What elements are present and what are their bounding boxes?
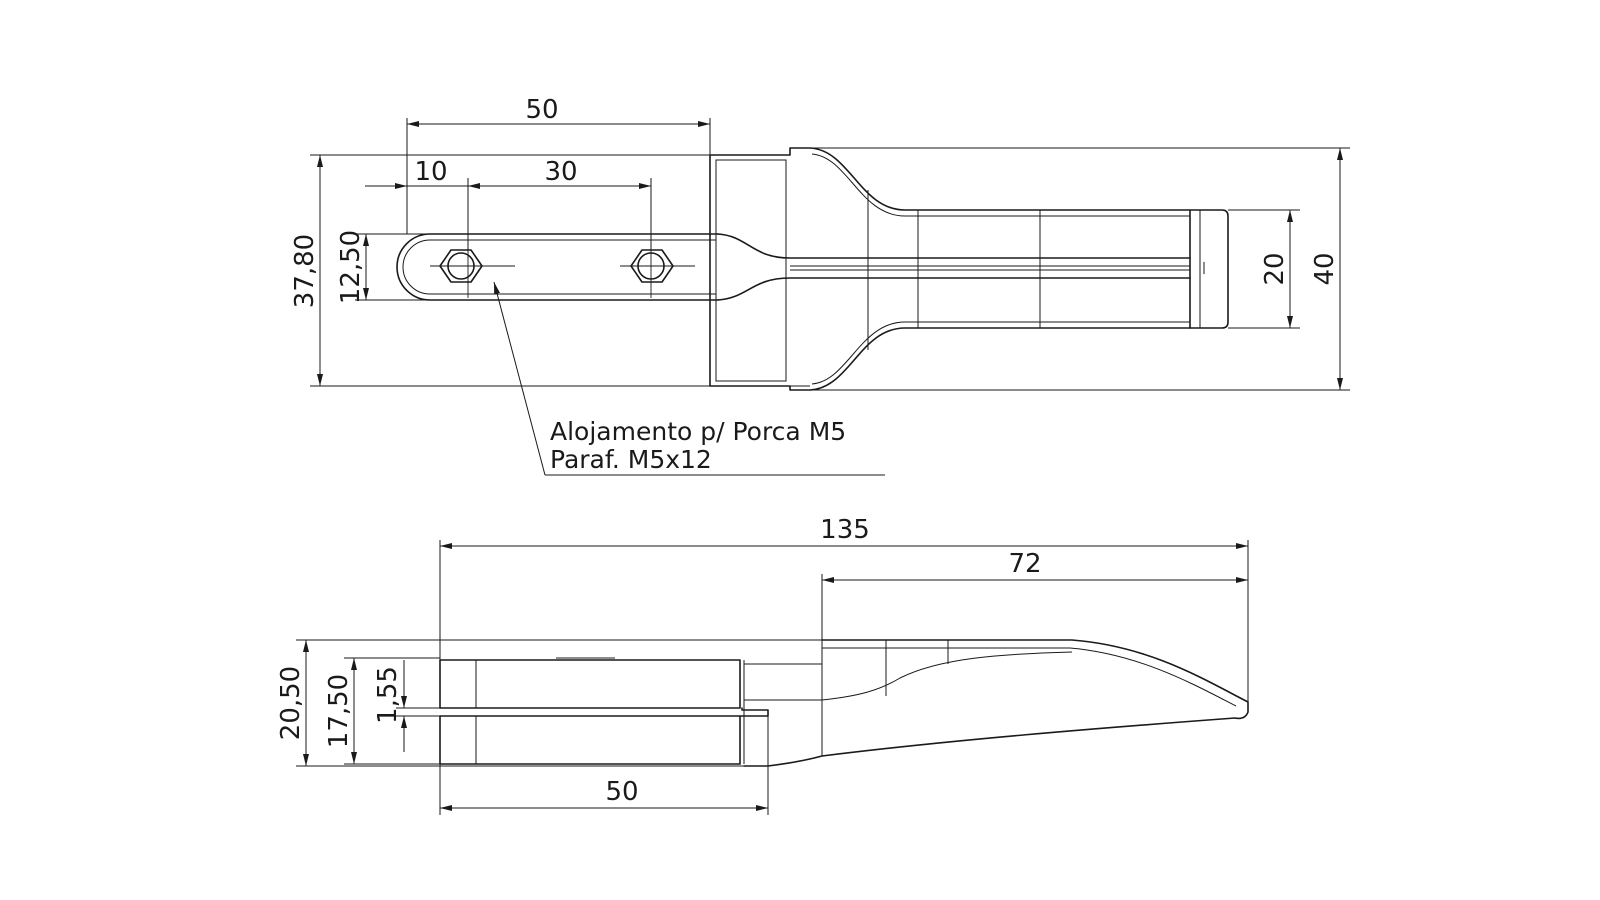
top-view-mounting-plate-inner — [402, 239, 716, 295]
side-view-upper-plate — [439, 659, 741, 709]
side-view-handle — [743, 639, 1249, 767]
note-nut-housing: Alojamento p/ Porca M5 — [550, 417, 846, 446]
dim-top-width: 50 — [525, 95, 558, 125]
top-view-bracket — [709, 147, 1191, 391]
dim-side-handle: 72 — [1008, 549, 1041, 579]
hex-nut-1-icon — [430, 235, 515, 298]
dim-top-grip-inner: 20 — [1260, 252, 1290, 285]
dim-top-grip-outer: 40 — [1310, 252, 1340, 285]
top-view: 50 10 30 37,80 12,50 20 40 Alojamento p/ — [290, 95, 1350, 476]
dim-top-height: 37,80 — [290, 234, 320, 308]
side-view-lower-plate — [439, 707, 769, 765]
dim-side-body: 17,50 — [324, 674, 354, 748]
side-view: 135 72 50 20,50 17,50 1,55 — [276, 515, 1249, 815]
note-screw: Paraf. M5x12 — [550, 445, 712, 474]
top-view-mounting-plate — [396, 233, 719, 301]
dim-side-gap: 1,55 — [373, 666, 403, 724]
dim-side-base: 50 — [605, 777, 638, 807]
top-view-neck — [717, 233, 1191, 301]
dim-side-length: 135 — [820, 515, 870, 545]
top-view-handle-end — [1189, 209, 1229, 329]
dim-top-offset: 10 — [414, 157, 447, 187]
dim-side-height: 20,50 — [276, 666, 306, 740]
dim-top-slot: 12,50 — [336, 230, 366, 304]
dim-top-spacing: 30 — [544, 157, 577, 187]
hex-nut-2-icon — [620, 235, 695, 298]
